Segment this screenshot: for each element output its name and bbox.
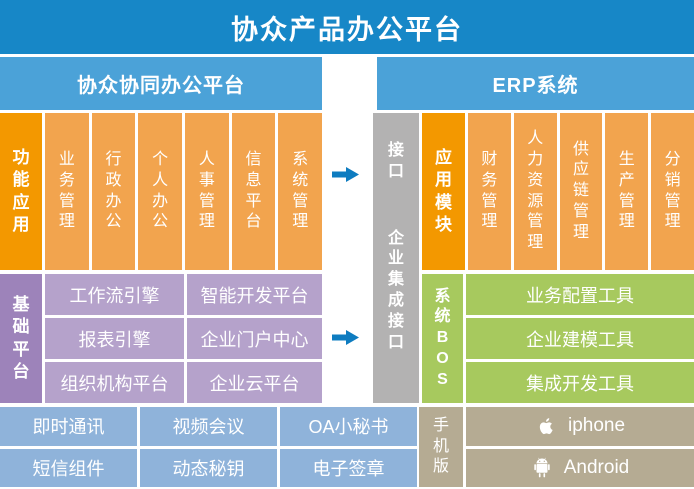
system-management-cell: 系统管理 — [278, 113, 323, 270]
android-label: Android — [563, 456, 630, 478]
iphone-label: iphone — [567, 415, 626, 437]
smart-dev-platform-box: 智能开发平台 — [187, 274, 322, 315]
video-conference-box: 视频会议 — [140, 407, 277, 446]
admin-office-cell: 行政办公 — [91, 113, 136, 270]
android-icon — [531, 457, 553, 479]
report-engine-box: 报表引擎 — [45, 318, 184, 359]
distribution-management-cell: 分销管理 — [651, 113, 694, 270]
enterprise-modeling-tool-box: 企业建模工具 — [466, 318, 694, 359]
base-platform-label: 基础平台 — [0, 274, 42, 403]
system-bos-label: 系统BOS — [422, 274, 463, 403]
iphone-row: iphone — [466, 407, 694, 446]
base-platform-label-text: 基础平台 — [12, 295, 30, 381]
app-modules-label: 应用模块 — [422, 113, 465, 270]
personal-office-cell: 个人办公 — [138, 113, 183, 270]
human-resources-cell: 人力资源管理 — [513, 113, 557, 270]
right-section-header: ERP系统 — [377, 57, 694, 110]
integration-dev-tool-box: 集成开发工具 — [466, 362, 694, 403]
supply-chain-cell: 供应链管理 — [559, 113, 603, 270]
production-management-cell: 生产管理 — [605, 113, 649, 270]
enterprise-portal-center-box: 企业门户中心 — [187, 318, 322, 359]
mobile-version-label: 手机版 — [419, 407, 463, 487]
bos-tools-grid: 业务配置工具 企业建模工具 集成开发工具 — [466, 274, 694, 403]
system-bos-label-text: 系统BOS — [434, 287, 451, 388]
business-config-tool-box: 业务配置工具 — [466, 274, 694, 315]
app-modules-label-text: 应用模块 — [435, 148, 452, 234]
oa-secretary-box: OA小秘书 — [280, 407, 417, 446]
interface-label: 接口 — [387, 142, 404, 180]
mobile-platforms-grid: iphone Android — [466, 407, 694, 487]
arrow-right-icon — [332, 330, 359, 345]
enterprise-integration-interface-label: 企业集成接口 — [387, 229, 404, 351]
dynamic-key-box: 动态秘钥 — [140, 448, 277, 487]
finance-management-cell: 财务管理 — [468, 113, 511, 270]
base-platform-grid: 工作流引擎 智能开发平台 报表引擎 企业门户中心 组织机构平台 企业云平台 — [45, 274, 322, 403]
function-columns: 业务管理 行政办公 个人办公 人事管理 信息平台 系统管理 — [45, 113, 323, 270]
erp-module-columns: 财务管理 人力资源管理 供应链管理 生产管理 分销管理 — [468, 113, 694, 270]
page-title: 协众产品办公平台 — [0, 0, 694, 54]
sms-component-box: 短信组件 — [0, 448, 137, 487]
mobile-version-label-text: 手机版 — [432, 416, 449, 476]
org-structure-platform-box: 组织机构平台 — [45, 362, 184, 403]
e-signature-box: 电子签章 — [280, 448, 417, 487]
integration-interface-column: 接口 企业集成接口 — [373, 113, 419, 403]
hr-management-cell: 人事管理 — [185, 113, 229, 270]
info-platform-cell: 信息平台 — [231, 113, 276, 270]
arrow-right-icon — [332, 167, 359, 182]
left-section-header: 协众协同办公平台 — [0, 57, 322, 110]
apple-icon — [535, 415, 557, 437]
function-apps-label: 功能应用 — [0, 113, 42, 270]
oa-tools-grid: 即时通讯 视频会议 OA小秘书 短信组件 动态秘钥 电子签章 — [0, 407, 417, 487]
business-management-cell: 业务管理 — [45, 113, 89, 270]
workflow-engine-box: 工作流引擎 — [45, 274, 184, 315]
android-row: Android — [466, 448, 694, 487]
function-apps-label-text: 功能应用 — [12, 148, 30, 234]
enterprise-cloud-platform-box: 企业云平台 — [187, 362, 322, 403]
instant-messaging-box: 即时通讯 — [0, 407, 137, 446]
